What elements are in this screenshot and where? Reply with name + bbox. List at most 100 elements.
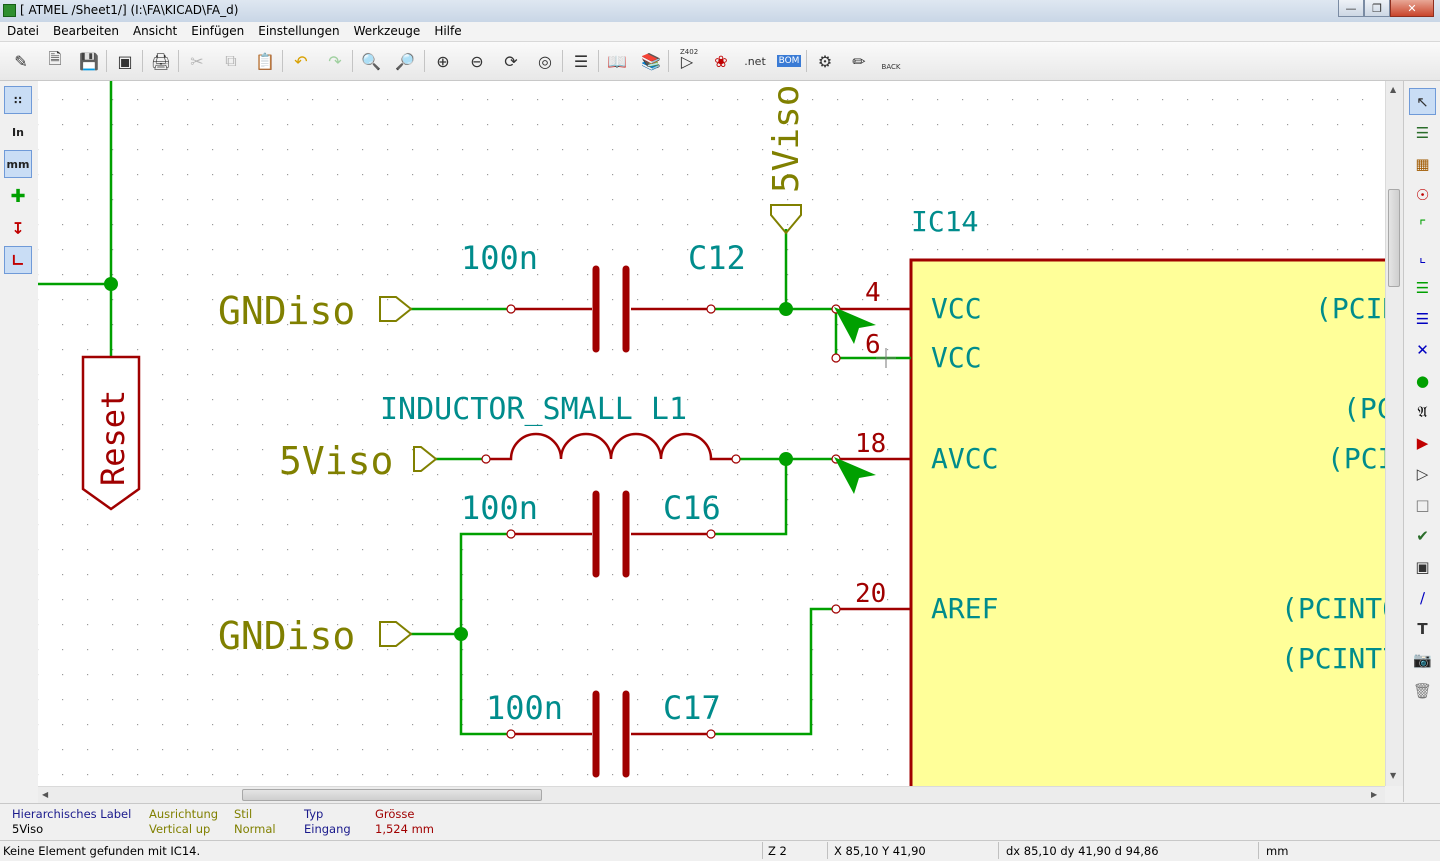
- open-schematic-icon[interactable]: 🗎: [48, 48, 62, 68]
- save-icon[interactable]: 💾: [79, 51, 99, 71]
- pin6-number: 6: [865, 330, 881, 360]
- zoom-out-icon[interactable]: ⊖: [470, 51, 484, 71]
- vertical-scroll-thumb[interactable]: [1388, 189, 1400, 287]
- new-schematic-icon[interactable]: ✎: [14, 51, 28, 71]
- cut-icon[interactable]: ✂: [190, 51, 204, 71]
- pin4-number: 4: [865, 278, 881, 308]
- erc-icon[interactable]: ❀: [714, 51, 728, 71]
- scroll-down-icon[interactable]: ▼: [1390, 771, 1397, 780]
- minimize-icon[interactable]: —: [1338, 0, 1364, 17]
- msg-value-orientation: Vertical up: [149, 822, 211, 836]
- bom-icon[interactable]: BOM: [776, 55, 802, 67]
- annotate-icon[interactable]: Z402▷: [680, 48, 699, 71]
- paste-icon[interactable]: 📋: [255, 51, 275, 71]
- pin-lines: [486, 307, 911, 736]
- ic-reference: IC14: [911, 205, 978, 238]
- library-browser-icon[interactable]: 📚: [641, 51, 661, 71]
- c16-value: 100n: [461, 489, 538, 527]
- status-coordinates: X 85,10 Y 41,90: [834, 844, 926, 858]
- delete-icon[interactable]: 🗑: [1412, 681, 1433, 700]
- hierarchy-push-icon[interactable]: ☰: [1415, 123, 1430, 142]
- bus-wire-45-icon[interactable]: ∟: [4, 246, 32, 274]
- redraw-icon[interactable]: ⟳: [504, 51, 518, 71]
- bus-to-bus-entry-icon[interactable]: ☰: [1415, 309, 1430, 328]
- add-wire-icon[interactable]: ⌜: [1418, 216, 1427, 235]
- msg-col-type: Typ Eingang: [304, 807, 351, 837]
- c12-reference: C12: [688, 239, 746, 277]
- grid-toggle-icon[interactable]: ∷: [4, 86, 32, 114]
- c17-value: 100n: [486, 689, 563, 727]
- add-sheet-pin-icon[interactable]: ▣: [1415, 557, 1430, 576]
- pin-markers: [834, 307, 876, 494]
- back-icon[interactable]: BACK: [881, 63, 901, 71]
- no-connect-icon[interactable]: ✕: [1416, 340, 1429, 359]
- ic14-body[interactable]: [909, 258, 1385, 786]
- add-text-icon[interactable]: T: [1417, 619, 1428, 638]
- add-net-label-icon[interactable]: 𝔄: [1417, 402, 1428, 421]
- reset-hier-label[interactable]: [81, 355, 141, 511]
- add-image-icon[interactable]: 📷: [1413, 650, 1432, 669]
- menu-einstellungen[interactable]: Einstellungen: [258, 24, 340, 38]
- units-mm-button[interactable]: mm: [4, 150, 32, 178]
- vertical-scrollbar[interactable]: ▲ ▼: [1385, 81, 1403, 786]
- hierarchy-navigator-icon[interactable]: ☰: [573, 51, 589, 71]
- backannotate-icon[interactable]: ✏: [852, 51, 866, 71]
- add-hier-label-icon[interactable]: ▷: [1416, 464, 1429, 483]
- add-hier-sheet-icon[interactable]: □: [1415, 495, 1430, 514]
- msg-col-size: Grösse 1,524 mm: [375, 807, 434, 837]
- pin-pcint-6: (PCINT6: [1281, 592, 1385, 625]
- pin18-number: 18: [855, 429, 886, 459]
- add-global-label-icon[interactable]: ▶: [1416, 433, 1429, 452]
- scroll-right-icon[interactable]: ▶: [1371, 790, 1378, 799]
- find-replace-icon[interactable]: 🔎: [395, 51, 415, 71]
- zoom-fit-icon[interactable]: ◎: [538, 51, 552, 71]
- copy-icon[interactable]: ⧉: [225, 51, 237, 70]
- zoom-in-icon[interactable]: ⊕: [436, 51, 450, 71]
- menu-datei[interactable]: Datei: [7, 24, 40, 38]
- schematic-canvas[interactable]: 5Viso IC14 GNDiso GNDiso 5Viso INDUCTOR_…: [38, 81, 1385, 786]
- status-delta: dx 85,10 dy 41,90 d 94,86: [1006, 844, 1159, 858]
- menu-bar: Datei Bearbeiten Ansicht Einfügen Einste…: [0, 22, 1440, 42]
- pin-vcc-2: VCC: [931, 341, 982, 374]
- add-graphic-line-icon[interactable]: ∕: [1419, 588, 1426, 607]
- scroll-left-icon[interactable]: ◀: [42, 790, 49, 799]
- pin-pcint-1: (PCIN: [1315, 292, 1385, 325]
- netlist-icon[interactable]: .net: [744, 54, 766, 68]
- status-bar: Keine Element gefunden mit IC14. Z 2 X 8…: [0, 840, 1440, 861]
- menu-einfuegen[interactable]: Einfügen: [191, 24, 245, 38]
- title-bar: [ ATMEL /Sheet1/] (I:\FA\KICAD\FA_d) — ❐…: [0, 0, 1440, 23]
- menu-hilfe[interactable]: Hilfe: [434, 24, 462, 38]
- find-icon[interactable]: 🔍: [361, 51, 381, 71]
- add-junction-icon[interactable]: ●: [1415, 371, 1430, 390]
- horizontal-scroll-thumb[interactable]: [242, 789, 542, 801]
- c16-reference: C16: [663, 489, 721, 527]
- select-arrow-icon[interactable]: ↖: [1409, 88, 1436, 115]
- print-icon[interactable]: 🖨: [150, 51, 172, 71]
- add-bus-icon[interactable]: ⌞: [1418, 247, 1427, 266]
- undo-icon[interactable]: ↶: [294, 51, 308, 71]
- add-power-icon[interactable]: ☉: [1415, 185, 1430, 204]
- hidden-pins-icon[interactable]: ↧: [11, 218, 25, 238]
- close-icon[interactable]: ✕: [1390, 0, 1434, 17]
- main-toolbar: ✎ 🗎 💾 ▣ 🖨 ✂ ⧉ 📋 ↶ ↷ 🔍 🔎 ⊕ ⊖ ⟳ ◎ ☰ 📖 📚 Z4…: [0, 42, 1440, 81]
- cvpcb-icon[interactable]: ⚙: [817, 51, 833, 71]
- message-panel: Hierarchisches Label 5Viso Ausrichtung V…: [0, 803, 1440, 840]
- right-toolbar: ↖ ☰ ▦ ☉ ⌜ ⌞ ☰ ☰ ✕ ● 𝔄 ▶ ▷ □ ✔ ▣ ∕ T 📷 🗑: [1403, 81, 1440, 802]
- msg-col-orientation: Ausrichtung Vertical up: [149, 807, 218, 837]
- page-settings-icon[interactable]: ▣: [117, 51, 133, 71]
- 5viso-label: 5Viso: [279, 439, 393, 483]
- scroll-up-icon[interactable]: ▲: [1390, 85, 1397, 94]
- horizontal-scrollbar[interactable]: ◀ ▶: [38, 786, 1385, 803]
- menu-bearbeiten[interactable]: Bearbeiten: [53, 24, 119, 38]
- wire-to-bus-entry-icon[interactable]: ☰: [1415, 278, 1430, 297]
- restore-icon[interactable]: ❐: [1364, 0, 1390, 17]
- units-inch-button[interactable]: In: [12, 125, 24, 139]
- library-editor-icon[interactable]: 📖: [607, 51, 627, 71]
- msg-header-type: Typ: [304, 807, 324, 821]
- redo-icon[interactable]: ↷: [328, 51, 342, 71]
- menu-ansicht[interactable]: Ansicht: [132, 24, 178, 38]
- menu-werkzeuge[interactable]: Werkzeuge: [353, 24, 421, 38]
- import-sheet-pin-icon[interactable]: ✔: [1416, 526, 1429, 545]
- add-component-icon[interactable]: ▦: [1415, 154, 1430, 173]
- cursor-shape-icon[interactable]: ✚: [10, 185, 26, 207]
